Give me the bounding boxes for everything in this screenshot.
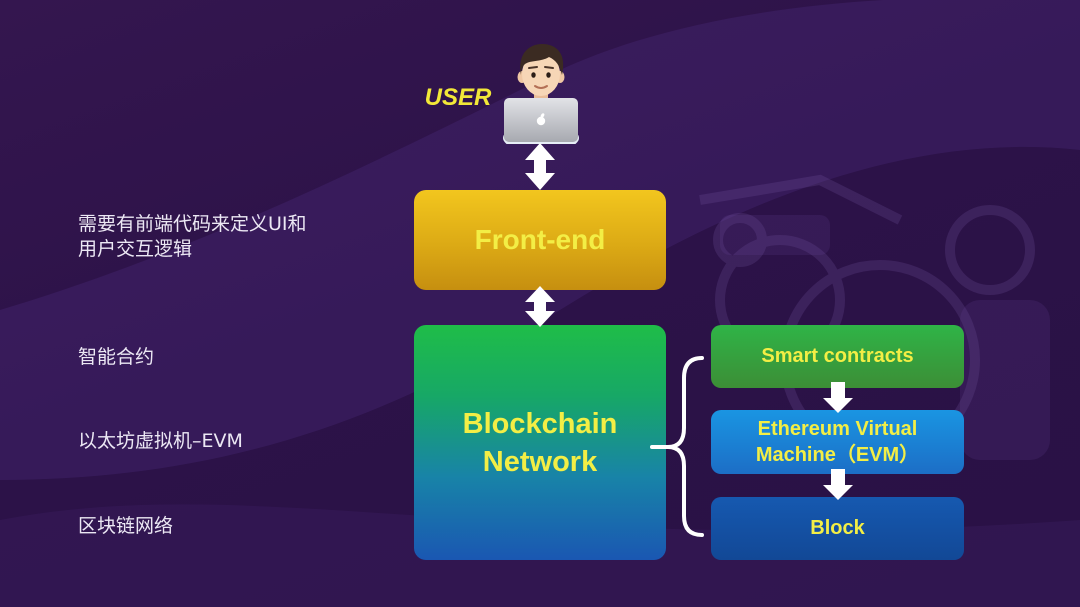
smart-contracts-box: Smart contracts (711, 325, 964, 388)
note-front-end-line-2: 用户交互逻辑 (78, 238, 193, 260)
blockchain-label-line-1: Blockchain (462, 407, 618, 440)
note-front-end-line-1: 需要有前端代码来定义UI和 (78, 213, 307, 235)
man-technologist-icon (503, 44, 579, 144)
blockchain-label-line-2: Network (482, 445, 598, 478)
note-network: 区块链网络 (78, 515, 174, 537)
apple-logo-icon (536, 113, 546, 126)
note-smart-contracts: 智能合约 (78, 346, 155, 368)
evm-label-line-2: Machine（EVM） (755, 444, 920, 466)
block-box: Block (711, 497, 964, 560)
blockchain-network-box: Blockchain Network (414, 325, 666, 560)
evm-label-line-1: Ethereum Virtual (757, 418, 918, 440)
block-label: Block (810, 517, 865, 539)
evm-box: Ethereum Virtual Machine（EVM） (711, 410, 964, 474)
user-label: USER (424, 84, 492, 111)
note-evm: 以太坊虚拟机–EVM (78, 430, 243, 452)
front-end-box: Front-end (414, 190, 666, 290)
smart-contracts-label: Smart contracts (761, 345, 914, 367)
front-end-label: Front-end (474, 224, 606, 255)
note-front-end: 需要有前端代码来定义UI和 用户交互逻辑 (78, 212, 307, 262)
background-machinery-fill (720, 215, 1050, 460)
